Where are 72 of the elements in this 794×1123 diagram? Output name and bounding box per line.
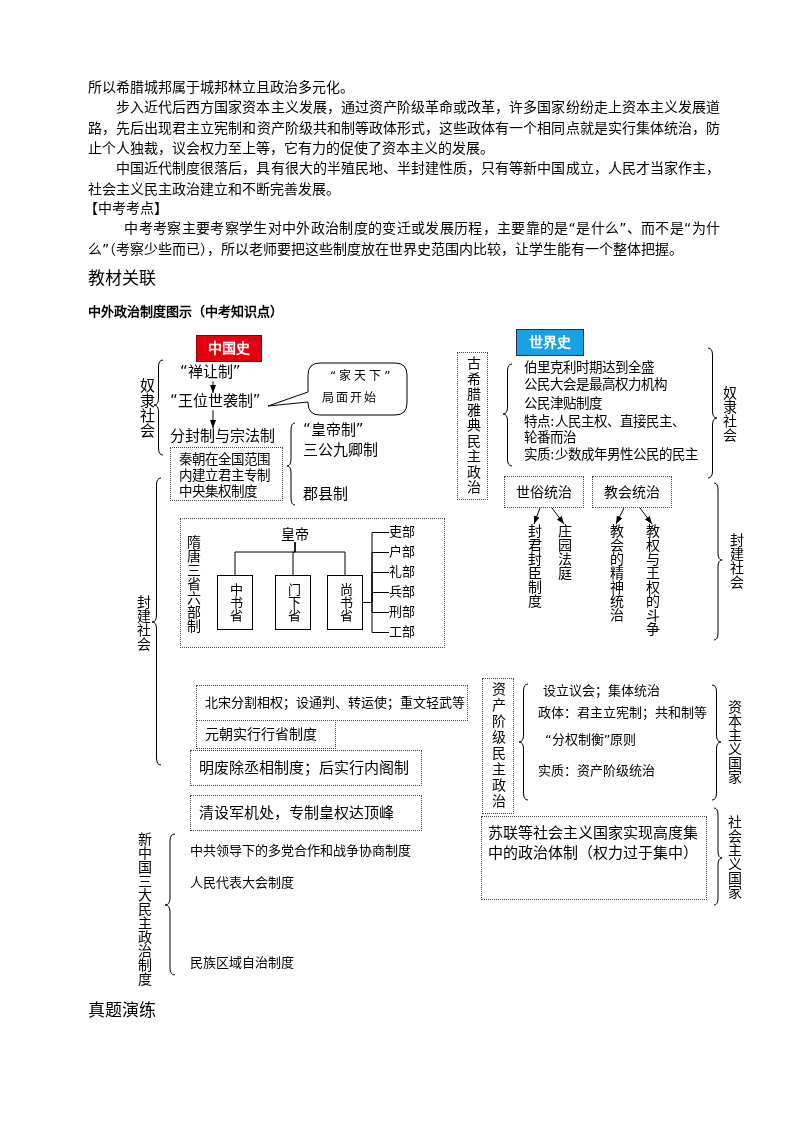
dotted-text-box: 资产阶级民主政治 <box>482 678 514 814</box>
connector-line <box>294 541 346 576</box>
note-text: 公民津贴制度 <box>524 396 602 412</box>
vertical-label: 封君封臣制度 <box>527 524 541 608</box>
arrow <box>210 380 216 394</box>
ministry-label: 吏部 <box>389 525 415 540</box>
ministry-label: 刑部 <box>389 605 415 620</box>
term-label: 皇帝 <box>281 526 309 543</box>
section-heading: 真题演练 <box>88 1001 156 1021</box>
note-text: 特点:人民主权、直接民主、轮番而治 <box>524 413 686 445</box>
dotted-text-box: 元朝实行行省制度 <box>196 720 336 749</box>
title-tag: 中国史 <box>196 335 262 362</box>
vertical-heading: 隋唐三省六部制 <box>186 535 200 633</box>
term-label: 分封制与宗法制 <box>170 428 275 446</box>
paragraph: 中国近代制度很落后，具有很大的半殖民地、半封建性质，只有等新中国成立，人民才当家作主，社会主义民主政治建立和不断完善发展。 <box>88 159 720 199</box>
note-text: 设立议会；集体统治 <box>543 684 660 699</box>
dotted-text-box: 秦朝在全国范围内建立君主专制中央集权制度 <box>170 447 283 501</box>
section-heading: 教材关联 <box>88 269 156 289</box>
arrow <box>533 507 541 525</box>
arrow <box>615 507 625 525</box>
dotted-text-box: 世俗统治 <box>504 476 584 508</box>
speech-bubble <box>268 362 408 416</box>
note-text: 伯里克利时期达到全盛 <box>524 360 654 376</box>
vertical-label: 新中国三大民主政治制度 <box>137 832 151 986</box>
term-label: 人民代表大会制度 <box>190 876 294 891</box>
vertical-label: 教会的精神统治 <box>609 524 623 622</box>
vertical-label: 庄园法庭 <box>557 524 571 580</box>
vertical-label: 社会主义国家 <box>727 815 741 899</box>
paragraph: 所以希腊城邦属于城邦林立且政治多元化。 <box>88 78 355 97</box>
note-text: 政体：君主立宪制；共和制等 <box>538 706 707 721</box>
connector-line <box>362 602 390 633</box>
title-tag: 世界史 <box>516 329 584 356</box>
arrow <box>210 409 216 429</box>
dotted-text-box: 清设军机处，专制皇权达顶峰 <box>190 795 422 831</box>
dotted-text-box: 明废除丞相制度；后实行内阁制 <box>190 750 422 786</box>
section-heading: 【中考考点】 <box>84 199 168 218</box>
arrow <box>551 507 565 525</box>
ministry-label: 兵部 <box>389 585 415 600</box>
department-box: 中书省 <box>217 575 253 630</box>
vertical-label: 封建社会 <box>136 595 150 651</box>
bubble-text: 局面开始 <box>322 392 378 406</box>
department-box: 尚书省 <box>327 575 363 630</box>
term-label: “禅让制” <box>180 364 241 382</box>
term-label: “王位世袭制” <box>170 393 261 411</box>
note-text: “分权制衡”原则 <box>545 733 637 748</box>
dotted-frame <box>180 518 445 648</box>
department-box: 门下省 <box>275 575 311 630</box>
dotted-text-box: 北宋分割相权；设通判、转运使；重文轻武等 <box>196 685 468 721</box>
vertical-label: 奴隶社会 <box>138 378 153 438</box>
note-text: 实质：资产阶级统治 <box>538 764 655 779</box>
vertical-label: 教权与王权的斗争 <box>645 524 659 636</box>
note-text: 公民大会是最高权力机构 <box>524 377 667 393</box>
ministry-label: 礼部 <box>389 565 415 580</box>
vertical-label: 封建社会 <box>729 533 743 589</box>
term-label: 三公九卿制 <box>303 442 378 460</box>
term-label: “皇帝制” <box>303 422 364 440</box>
paragraph: 步入近代后西方国家资本主义发展，通过资产阶级革命或改革，许多国家纷纷走上资本主义发展道路，先后出现君主立宪制和资产阶级共和制等政体形式，这些政体有一个相同点就是实行集体统治，防止个人独裁，议会权力至上等，它有力的促使了资本主义的发展。 <box>88 98 720 158</box>
term-label: 郡县制 <box>303 486 348 504</box>
dotted-text-box: 古希腊雅典民主政治 <box>457 352 488 500</box>
vertical-label: 奴隶社会 <box>722 386 736 442</box>
term-label: 民族区域自治制度 <box>190 956 294 971</box>
note-text: 实质:少数成年男性公民的民主 <box>524 447 698 463</box>
dotted-text-box: 教会统治 <box>592 476 672 508</box>
ministry-label: 工部 <box>389 625 415 640</box>
paragraph: 中考考察主要考察学生对中外政治制度的变迁或发展历程，主要靠的是“是什么”、而不是“为什么”（考察少些而已），所以老师要把这些制度放在世界史范围内比较，让学生能有一个整体把握。 <box>88 219 720 259</box>
arrow <box>639 507 653 525</box>
vertical-label: 资本主义国家 <box>727 700 741 784</box>
dotted-text-box: 苏联等社会主义国家实现高度集中的政治体制（权力过于集中） <box>481 816 707 900</box>
ministry-label: 户部 <box>389 545 415 560</box>
term-label: 中共领导下的多党合作和战争协商制度 <box>190 844 411 859</box>
bubble-text: “家天下” <box>330 370 394 384</box>
diagram-title: 中外政治制度图示（中考知识点） <box>88 305 283 320</box>
